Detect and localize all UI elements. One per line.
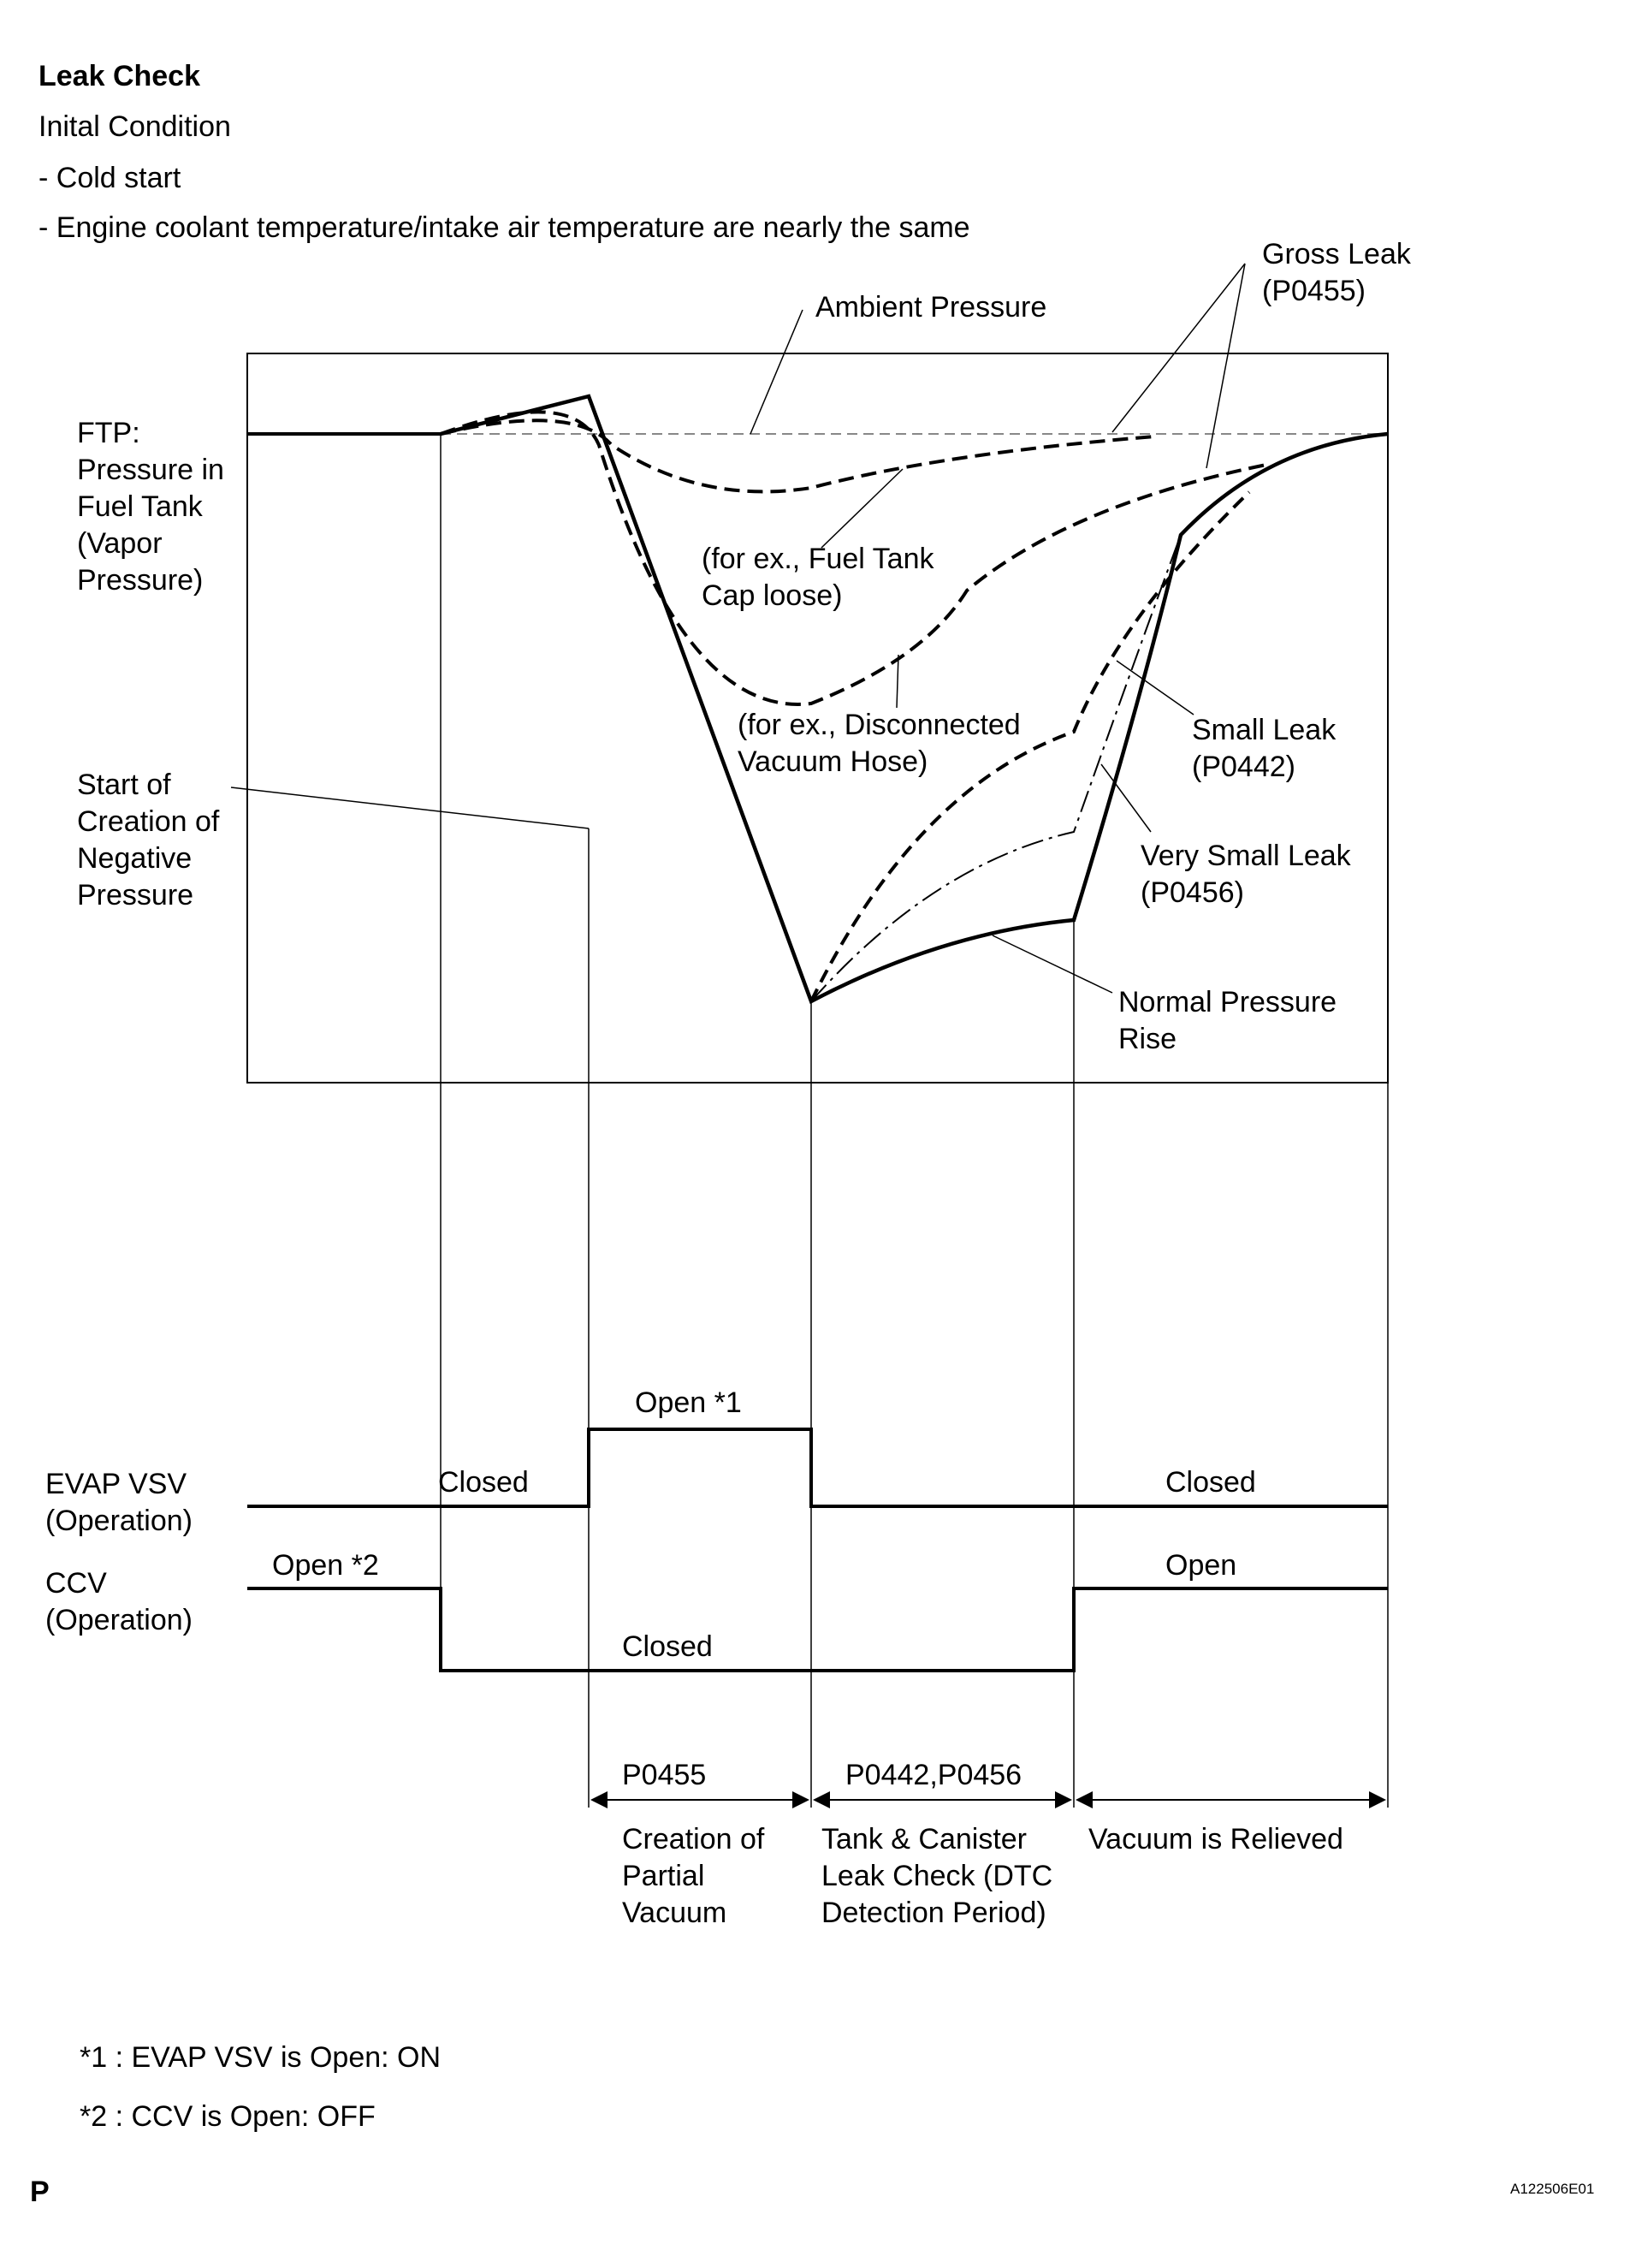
- evap-vsv-label-line1: EVAP VSV: [45, 1468, 187, 1500]
- evap-closed-left-label: Closed: [438, 1466, 529, 1499]
- very-small-leak-label-line1: Very Small Leak: [1141, 840, 1351, 872]
- leader-gross-b: [1206, 263, 1246, 469]
- normal-pressure-label-line1: Normal Pressure: [1118, 986, 1337, 1018]
- ftp-label-line2: Pressure in: [77, 454, 224, 486]
- gross-leak-label-line1: Gross Leak: [1262, 238, 1411, 270]
- condition-title: Inital Condition: [39, 110, 231, 143]
- example-cap-line2: Cap loose): [702, 579, 843, 612]
- ftp-label-line3: Fuel Tank: [77, 490, 203, 523]
- normal-pressure-label-line2: Rise: [1118, 1023, 1177, 1055]
- evap-vsv-waveform: [247, 1428, 1388, 1508]
- ftp-graph-frame: [246, 353, 1389, 1084]
- condition-temperature: - Engine coolant temperature/intake air …: [39, 211, 970, 244]
- leader-lines: [230, 263, 1246, 994]
- ccv-open-left-label: Open *2: [272, 1549, 379, 1582]
- period1-dtc-code: P0455: [622, 1759, 707, 1791]
- period2-desc-line2: Leak Check (DTC: [821, 1860, 1053, 1892]
- figure-id: A122506E01: [1510, 2181, 1595, 2197]
- leader-cap: [821, 468, 904, 549]
- note-2: *2 : CCV is Open: OFF: [80, 2100, 376, 2133]
- small-leak-label-line1: Small Leak: [1192, 714, 1337, 746]
- ftp-label-line1: FTP:: [77, 417, 140, 449]
- period1-desc-line1: Creation of: [622, 1823, 765, 1855]
- example-cap-line1: (for ex., Fuel Tank: [702, 543, 934, 575]
- example-hose-line1: (for ex., Disconnected: [738, 709, 1021, 741]
- very-small-leak-label-line2: (P0456): [1141, 876, 1244, 909]
- example-hose-line2: Vacuum Hose): [738, 745, 928, 778]
- ccv-label-line2: (Operation): [45, 1604, 193, 1636]
- ftp-label-line4: (Vapor: [77, 527, 163, 560]
- ccv-open-right-label: Open: [1165, 1549, 1237, 1582]
- start-negative-line3: Negative: [77, 842, 193, 875]
- ambient-pressure-label: Ambient Pressure: [815, 291, 1047, 324]
- evap-open-label: Open *1: [635, 1386, 742, 1419]
- normal-pressure-curve: [440, 394, 1389, 1005]
- leader-small: [1116, 660, 1194, 715]
- small-leak-curve: [809, 490, 1251, 1002]
- diagram-title: Leak Check: [39, 60, 200, 92]
- start-negative-line1: Start of: [77, 769, 171, 801]
- period2-dtc-codes: P0442,P0456: [845, 1759, 1022, 1791]
- ccv-closed-label: Closed: [622, 1630, 713, 1663]
- ccv-waveform: [247, 1587, 1388, 1672]
- evap-vsv-label-line2: (Operation): [45, 1505, 193, 1537]
- period1-desc-line3: Vacuum: [622, 1897, 727, 1929]
- note-1: *1 : EVAP VSV is Open: ON: [80, 2041, 442, 2074]
- time-markers: [440, 432, 1389, 1808]
- leader-normal: [992, 935, 1113, 994]
- start-negative-line2: Creation of: [77, 805, 220, 838]
- leader-ambient: [750, 309, 803, 435]
- period2-desc-line3: Detection Period): [821, 1897, 1046, 1929]
- period1-desc-line2: Partial: [622, 1860, 705, 1892]
- leader-very-small: [1100, 763, 1152, 833]
- gross-leak-cap-curve: [440, 419, 1156, 494]
- gross-leak-label-line2: (P0455): [1262, 275, 1366, 307]
- small-leak-label-line2: (P0442): [1192, 751, 1295, 783]
- leader-hose: [896, 654, 899, 709]
- period2-desc-line1: Tank & Canister: [821, 1823, 1027, 1855]
- very-small-leak-curve: [810, 534, 1182, 1002]
- gross-leak-hose-curve: [440, 410, 1267, 706]
- period3-description: Vacuum is Relieved: [1088, 1823, 1343, 1855]
- ftp-label-line5: Pressure): [77, 564, 204, 597]
- footer-section-letter: P: [30, 2176, 50, 2208]
- ccv-label-line1: CCV: [45, 1567, 107, 1600]
- condition-cold-start: - Cold start: [39, 162, 181, 194]
- leader-start-negative: [230, 787, 590, 829]
- evap-closed-right-label: Closed: [1165, 1466, 1256, 1499]
- leader-gross-a: [1111, 263, 1246, 433]
- start-negative-line4: Pressure: [77, 879, 194, 911]
